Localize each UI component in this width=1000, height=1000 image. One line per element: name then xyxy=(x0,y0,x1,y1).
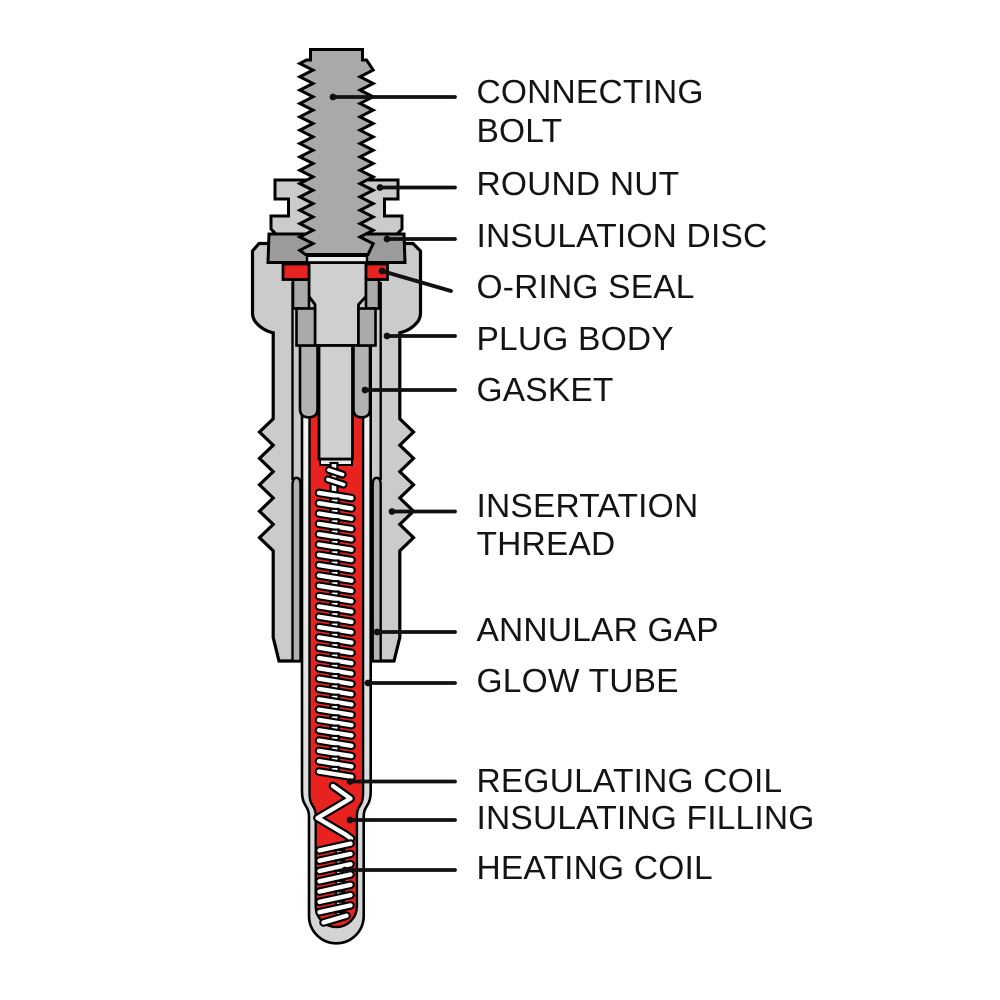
coil-bar xyxy=(316,583,354,594)
coil-bar xyxy=(316,707,354,718)
coil-bar xyxy=(316,635,354,645)
coil-bar xyxy=(316,686,354,697)
coil-bar xyxy=(316,593,354,604)
coil-bar xyxy=(316,604,354,614)
connecting-bolt-shape xyxy=(296,48,377,256)
coil-bar xyxy=(316,738,354,748)
heating-coil-shape xyxy=(315,839,355,927)
coil-bar xyxy=(316,624,354,635)
leader-o-ring-seal xyxy=(378,267,453,293)
coil-bar xyxy=(316,573,354,583)
coil-bar xyxy=(317,882,353,894)
regulating-coil-shape xyxy=(314,488,356,782)
coil-bar xyxy=(316,490,354,501)
label-insulation-disc: INSULATION DISC xyxy=(476,217,768,255)
annular-gap-shape xyxy=(291,476,382,663)
coil-bar xyxy=(316,531,354,542)
leader-annular-gap xyxy=(373,628,457,636)
coil-bar xyxy=(316,552,354,563)
leader-round-nut xyxy=(376,184,457,191)
label-plug-body: PLUG BODY xyxy=(476,320,674,358)
coil-bar xyxy=(317,872,353,884)
coil-bar xyxy=(316,717,354,728)
coil-bar xyxy=(316,676,354,687)
coil-bar xyxy=(317,851,353,863)
leader-insulating-filling xyxy=(346,816,457,824)
label-annular-gap: ANNULAR GAP xyxy=(476,612,719,649)
label-round-nut: ROUND NUT xyxy=(476,166,680,203)
coil-zigzag xyxy=(313,781,356,843)
body-bore-lines xyxy=(291,282,382,480)
coil-bar xyxy=(316,759,354,769)
leader-regulating-coil xyxy=(346,778,457,785)
label-o-ring-seal: O-RING SEAL xyxy=(476,269,695,306)
leader-insulation-disc xyxy=(383,235,457,243)
coil-bar xyxy=(316,511,354,521)
leader-plug-body xyxy=(383,332,457,340)
leader-lines xyxy=(329,93,457,874)
coil-bar xyxy=(316,728,354,738)
label-gasket: GASKET xyxy=(476,371,614,409)
coil-bar xyxy=(316,655,354,666)
coil-bar xyxy=(317,841,353,853)
leader-line xyxy=(380,269,453,293)
coil-bar xyxy=(316,748,354,759)
leader-connecting-bolt xyxy=(329,93,457,101)
coil-bar xyxy=(316,562,354,573)
coil-bar xyxy=(316,521,354,532)
label-connecting-bolt: CONNECTING BOLT xyxy=(476,73,704,150)
coil-bar xyxy=(316,614,354,625)
coil-bar xyxy=(316,542,354,552)
label-regulating-coil: REGULATING COIL xyxy=(476,763,783,800)
leader-insertation-thread xyxy=(388,508,457,515)
label-glow-tube: GLOW TUBE xyxy=(476,662,679,700)
coil-bar xyxy=(316,501,354,511)
coil-connector xyxy=(323,461,348,496)
leader-gasket xyxy=(361,386,457,394)
coil-bar xyxy=(317,903,353,915)
leader-glow-tube xyxy=(364,679,457,687)
coil-bar xyxy=(321,913,349,925)
gasket-shape xyxy=(298,344,372,419)
coil-bar xyxy=(317,862,353,874)
leader-heating-coil xyxy=(341,866,457,874)
label-insertation-thread: INSERTATION THREAD xyxy=(476,488,699,564)
collar-blocks xyxy=(291,278,381,347)
coil-bar xyxy=(316,666,354,676)
coil-bar xyxy=(317,892,353,905)
label-heating-coil: HEATING COIL xyxy=(476,850,713,887)
label-insulating-filling: INSULATING FILLING xyxy=(476,799,815,837)
coil-bar xyxy=(316,769,354,779)
coil-bar xyxy=(316,645,354,656)
coil-bar xyxy=(316,697,354,707)
electrode-stem-lower xyxy=(317,344,354,461)
